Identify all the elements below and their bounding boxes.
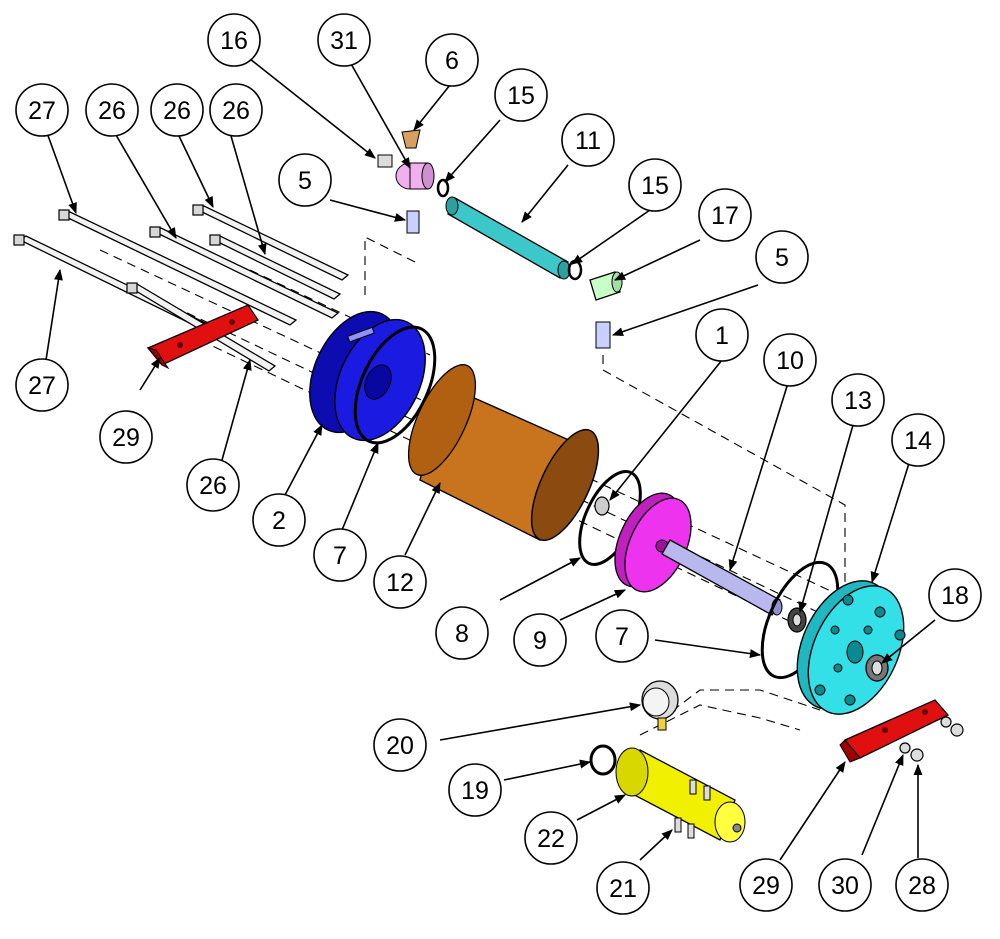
balloon-label: 8 — [455, 620, 469, 648]
balloon-16: 16 — [207, 13, 261, 67]
balloon-27-top: 27 — [15, 83, 69, 137]
balloon-19: 19 — [448, 763, 502, 817]
balloon-1: 1 — [695, 308, 749, 362]
piston-rod-10 — [661, 539, 783, 616]
balloon-5-right: 5 — [755, 230, 809, 284]
o-ring-15-a — [436, 178, 450, 198]
balloon-label: 28 — [908, 872, 936, 900]
piston-9 — [614, 492, 692, 593]
balloon-label: 5 — [298, 167, 312, 195]
balloon-15-top: 15 — [494, 68, 548, 122]
balloon-label: 22 — [537, 825, 565, 853]
balloon-9: 9 — [513, 613, 567, 667]
seal-13 — [787, 607, 807, 633]
leader-lines — [45, 54, 936, 861]
screws-21 — [674, 779, 711, 839]
balloon-label: 29 — [752, 872, 780, 900]
fitting-17 — [589, 271, 623, 301]
balloon-20: 20 — [373, 718, 427, 772]
balloon-label: 31 — [330, 27, 358, 55]
balloon-label: 7 — [333, 542, 347, 570]
balloon-8: 8 — [435, 606, 489, 660]
nut-1 — [594, 496, 610, 516]
breather-6 — [401, 129, 421, 149]
balloon-5-top: 5 — [278, 153, 332, 207]
balloon-27-bottom: 27 — [15, 358, 69, 412]
balloon-10: 10 — [763, 333, 817, 387]
snap-ring-19 — [589, 744, 617, 776]
balloon-label: 26 — [98, 97, 126, 125]
balloon-13: 13 — [831, 373, 885, 427]
balloon-label: 6 — [445, 47, 459, 75]
balloon-26-c: 26 — [209, 83, 263, 137]
tie-rods — [13, 204, 350, 372]
balloon-29-left: 29 — [99, 410, 153, 464]
balloon-label: 27 — [28, 97, 56, 125]
balloon-17: 17 — [698, 188, 752, 242]
balloon-label: 18 — [941, 582, 969, 610]
balloon-11: 11 — [561, 113, 615, 167]
cylinder-tube-12 — [407, 364, 600, 542]
balloon-label: 16 — [220, 27, 248, 55]
balloon-26-a: 26 — [85, 83, 139, 137]
balloon-label: 10 — [776, 347, 804, 375]
balloon-15-mid: 15 — [628, 158, 682, 212]
balloon-21: 21 — [596, 861, 650, 915]
balloon-label: 29 — [112, 424, 140, 452]
balloon-label: 2 — [272, 507, 286, 535]
balloon-label: 12 — [386, 569, 414, 597]
front-head-2 — [309, 310, 426, 442]
balloon-label: 19 — [461, 777, 489, 805]
balloon-label: 26 — [199, 472, 227, 500]
fitting-5-b — [595, 321, 611, 349]
balloon-label: 15 — [641, 172, 669, 200]
balloon-label: 21 — [609, 875, 637, 903]
tube-11 — [445, 196, 571, 280]
balloon-label: 26 — [163, 97, 191, 125]
balloon-14: 14 — [891, 413, 945, 467]
balloon-29-right: 29 — [739, 858, 793, 912]
balloon-26-b: 26 — [150, 83, 204, 137]
balloon-label: 17 — [711, 202, 739, 230]
balloon-label: 11 — [575, 127, 601, 155]
gauge-20 — [641, 680, 679, 731]
seal-18 — [865, 654, 889, 682]
balloon-22: 22 — [524, 811, 578, 865]
balloon-7-left: 7 — [313, 528, 367, 582]
balloon-label: 15 — [507, 82, 535, 110]
balloon-label: 5 — [775, 244, 789, 272]
balloon-label: 1 — [715, 322, 729, 350]
balloon-18: 18 — [928, 568, 982, 622]
fitting-31 — [395, 162, 435, 190]
balloon-label: 26 — [222, 97, 250, 125]
nuts-washers-28-30 — [899, 716, 964, 762]
balloon-label: 14 — [904, 427, 932, 455]
balloon-26-d: 26 — [186, 458, 240, 512]
balloon-label: 27 — [28, 372, 56, 400]
balloon-label: 7 — [615, 623, 629, 651]
balloon-2: 2 — [252, 493, 306, 547]
fitting-16 — [377, 154, 393, 168]
o-ring-7-front — [353, 325, 437, 445]
balloon-label: 13 — [844, 387, 872, 415]
balloon-6: 6 — [425, 33, 479, 87]
balloon-7-right: 7 — [595, 609, 649, 663]
balloon-31: 31 — [317, 13, 371, 67]
balloon-12: 12 — [373, 555, 427, 609]
o-ring-15-b — [567, 259, 583, 281]
bracket-29-left — [146, 304, 259, 370]
balloon-label: 20 — [386, 732, 414, 760]
balloon-30: 30 — [818, 858, 872, 912]
yellow-block-22 — [615, 747, 746, 843]
balloon-28: 28 — [895, 858, 949, 912]
bracket-29-right — [839, 699, 950, 763]
balloon-label: 9 — [533, 627, 547, 655]
fitting-5-a — [406, 210, 420, 234]
balloon-label: 30 — [831, 872, 859, 900]
